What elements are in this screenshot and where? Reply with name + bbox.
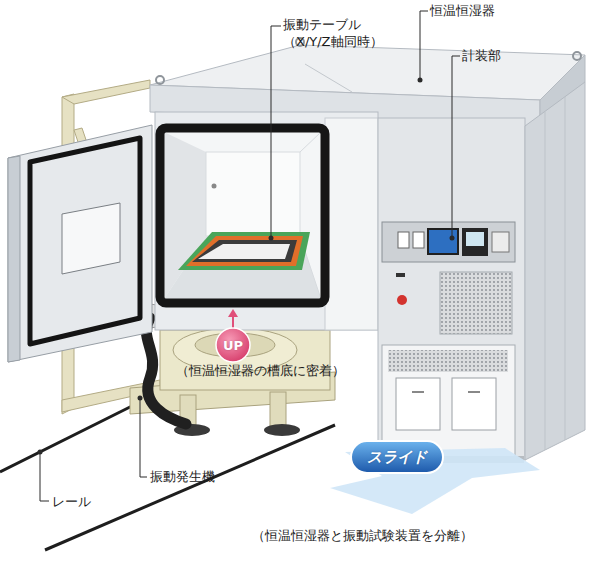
slide-badge-text: スライド — [367, 448, 427, 467]
instrument-unit-part — [413, 232, 424, 248]
slide-badge-pill — [351, 441, 443, 473]
chamber-top-part — [305, 64, 352, 92]
test-space-part — [212, 184, 217, 189]
part-label: 計装部 — [462, 47, 501, 64]
test-space — [160, 128, 325, 303]
up-badge-text: UP — [223, 338, 243, 353]
door-part — [62, 203, 120, 274]
part-label: 振動発生機 — [150, 468, 215, 485]
test-space-part — [178, 232, 310, 270]
rail — [0, 402, 335, 550]
slide-badge: スライド — [350, 440, 444, 474]
test-space-part — [198, 244, 290, 259]
leader-dot — [38, 78, 455, 455]
up-arrow-part — [232, 316, 234, 328]
up-arrow — [228, 309, 238, 328]
instrument-unit-part — [452, 378, 496, 430]
leader-line-part — [452, 56, 460, 238]
leader-line-part — [420, 11, 428, 80]
instrument-unit-part — [468, 391, 480, 393]
part-label: レール — [52, 493, 91, 510]
leader-dot-part — [418, 78, 423, 83]
test-space-part — [206, 152, 300, 236]
support-frame-part — [62, 80, 150, 104]
instrument-unit-part — [466, 232, 484, 246]
test-space-part — [160, 128, 325, 303]
leader-line-part — [140, 398, 147, 477]
instrument-unit-part — [396, 273, 405, 277]
chamber-body-part — [155, 112, 378, 330]
vibration-generator-part — [264, 424, 300, 436]
up-badge-text-holder: UP — [215, 327, 251, 363]
vibration-generator-part — [270, 392, 286, 426]
chamber-body — [155, 82, 585, 460]
instrument-unit — [380, 222, 524, 463]
leader-dot-part — [450, 236, 455, 241]
chamber-top-part — [156, 76, 164, 84]
leader-line-part — [271, 26, 281, 238]
test-space-part — [164, 132, 321, 299]
leader-line — [40, 11, 460, 501]
chamber-body-part — [565, 97, 566, 440]
instrument-unit-part — [412, 391, 424, 393]
slide-badge-text-holder: スライド — [350, 440, 444, 474]
test-space-part — [186, 236, 303, 266]
instrument-unit-part — [428, 229, 458, 254]
leader-dot-part — [269, 236, 274, 241]
chamber-body-part — [525, 82, 585, 460]
instrument-unit-part — [398, 232, 409, 248]
note-label: （恒温恒湿器と振動試験装置を分離） — [252, 527, 473, 544]
note-label: （恒温恒湿器の槽底に密着） — [176, 362, 345, 379]
door-part — [8, 125, 152, 362]
instrument-unit-part — [462, 228, 488, 256]
leader-dot-part — [38, 450, 43, 455]
chamber-body-part — [325, 118, 378, 330]
door — [8, 125, 152, 362]
up-badge-circle — [216, 328, 250, 362]
instrument-unit-part — [388, 350, 508, 372]
chamber-body-part — [545, 112, 546, 450]
leader-dot-part — [138, 396, 143, 401]
test-space-part — [192, 240, 297, 262]
instrument-unit-part — [382, 222, 515, 262]
leader-line-part — [40, 452, 49, 501]
door-part — [8, 156, 20, 362]
door-part — [30, 138, 140, 344]
chamber-top-part — [573, 52, 581, 60]
instrument-unit-part — [396, 378, 440, 430]
instrument-unit-part — [440, 272, 512, 334]
up-badge: UP — [215, 327, 251, 363]
test-space-part — [300, 132, 321, 152]
part-label: 振動テーブル （X/Y/Z軸同時） — [283, 16, 408, 50]
part-label: 恒温恒湿器 — [430, 2, 495, 19]
rail-part — [0, 402, 140, 472]
instrument-unit-part — [492, 232, 509, 252]
up-arrow-part — [228, 309, 238, 317]
instrument-unit-part — [397, 295, 407, 305]
